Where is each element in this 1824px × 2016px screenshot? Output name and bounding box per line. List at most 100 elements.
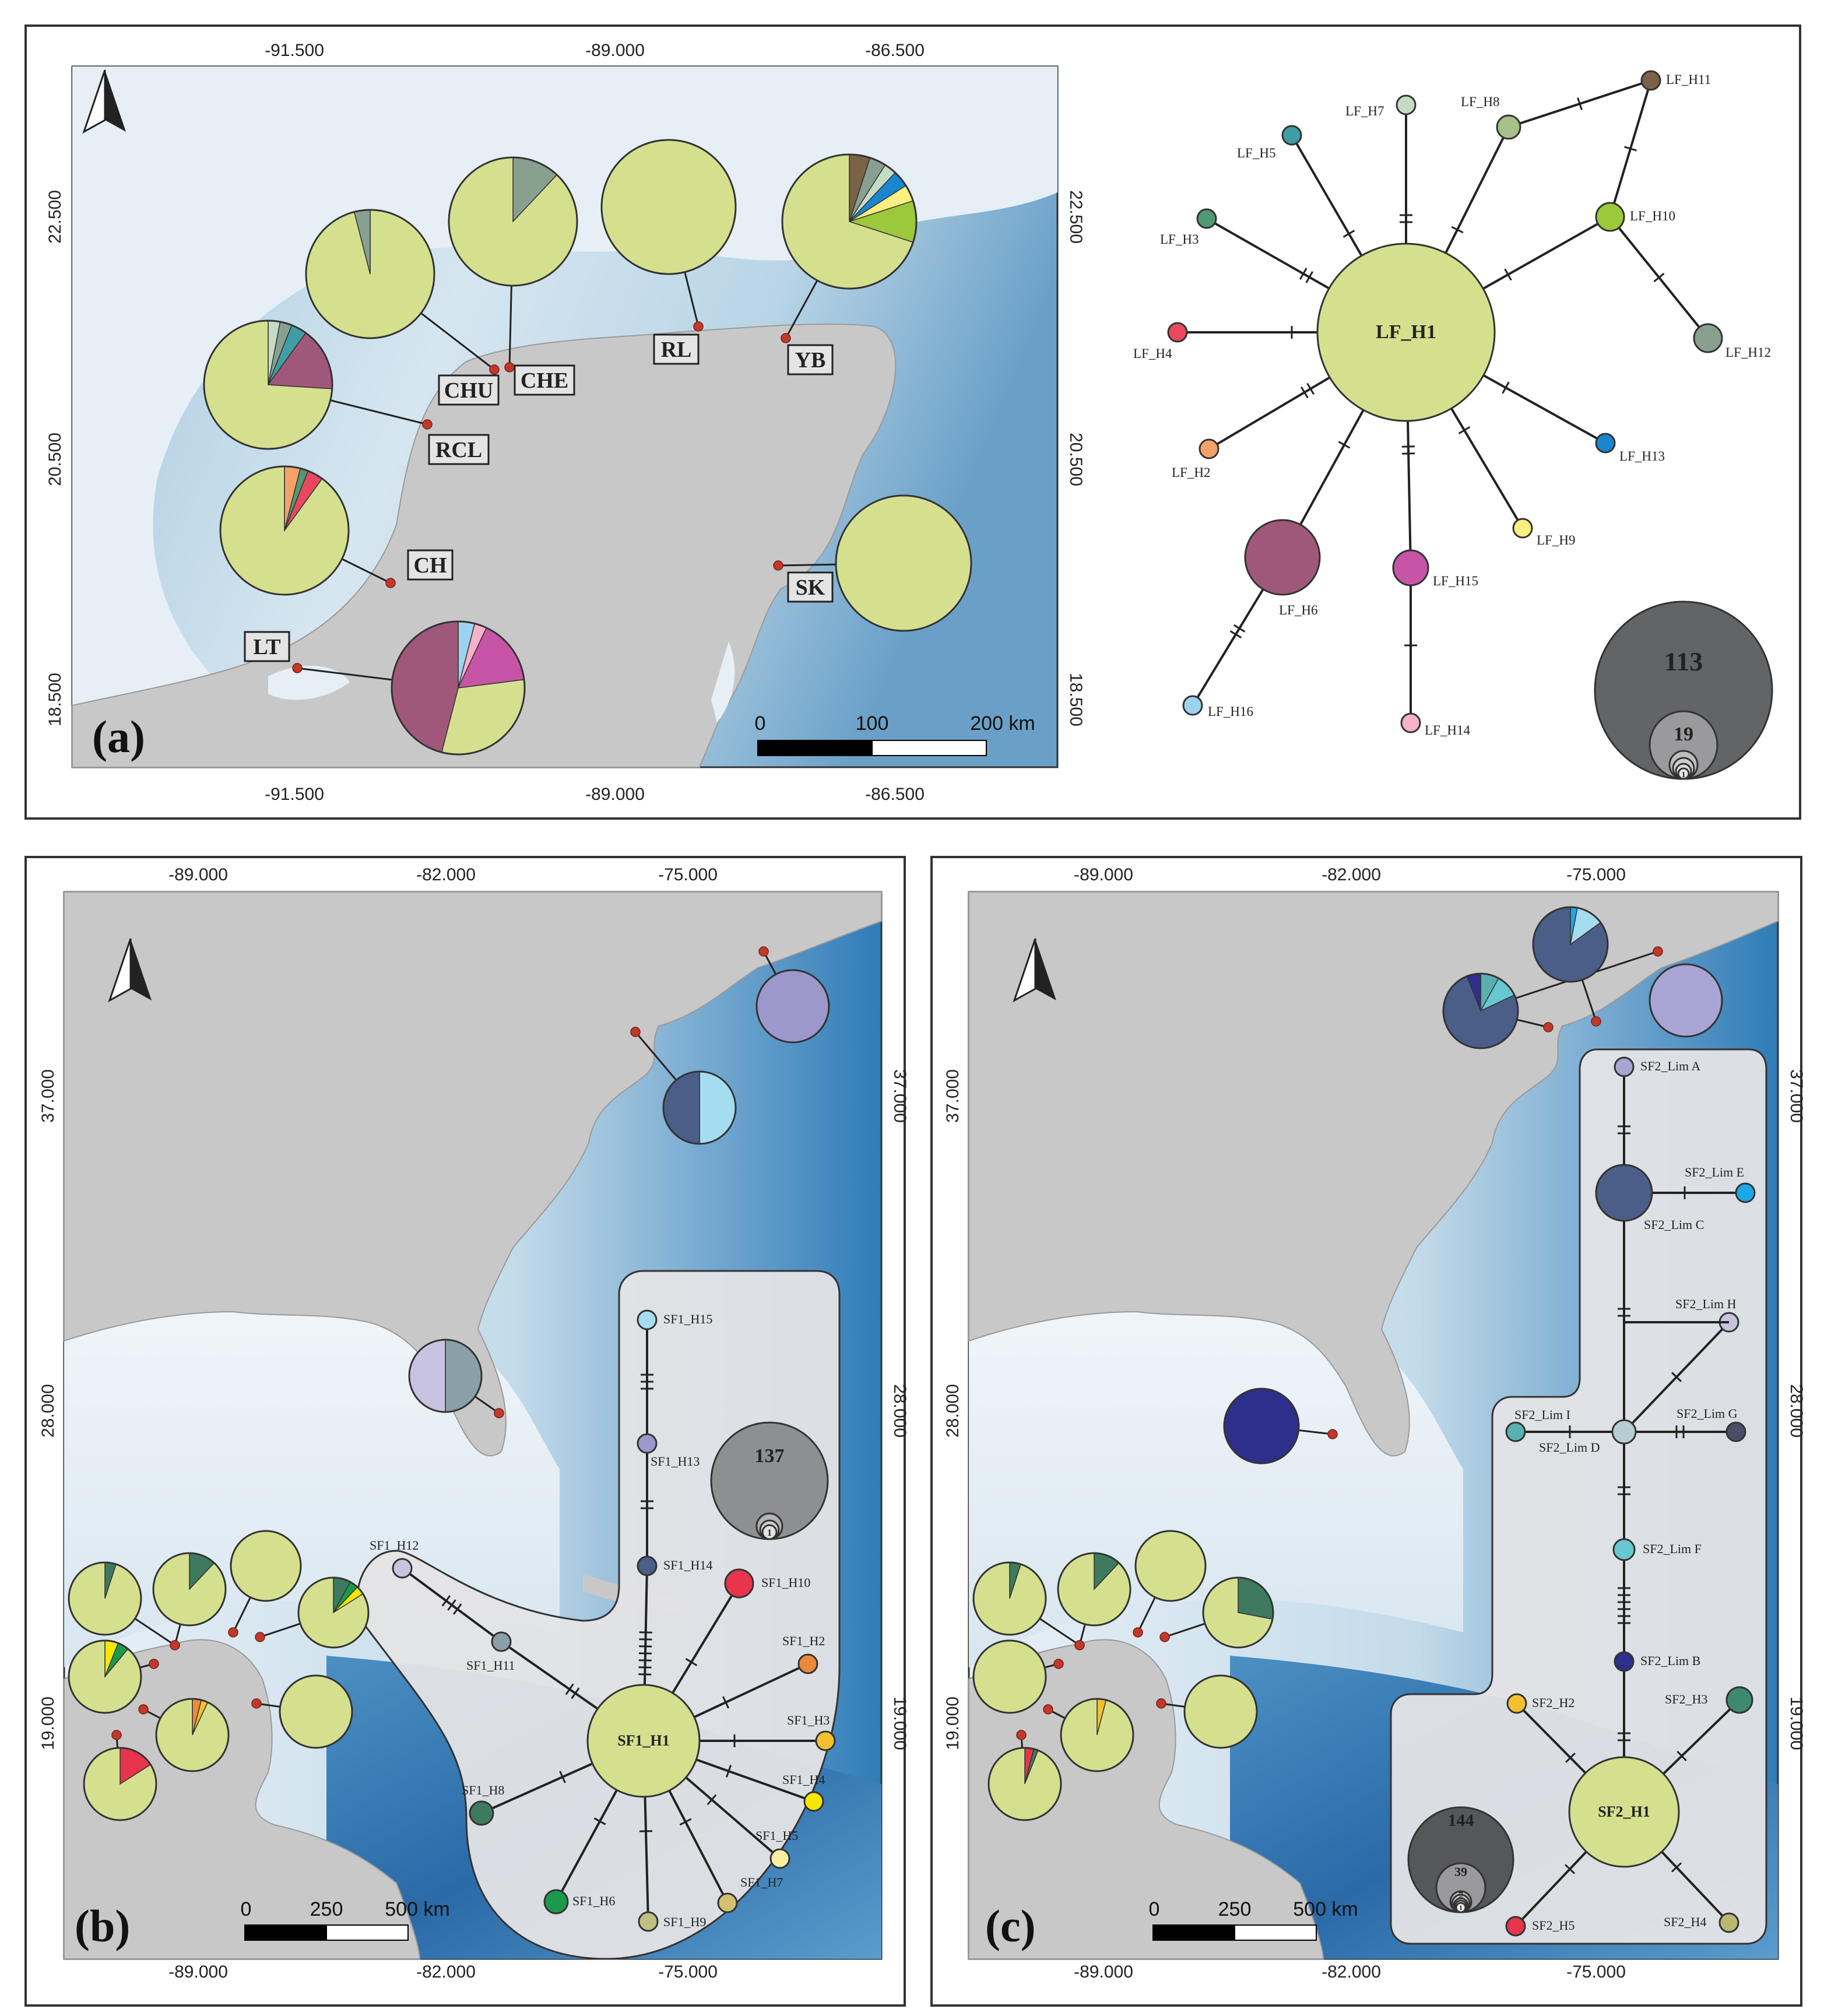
hap-node-sf1-h14: [637, 1555, 658, 1576]
site-pie-a-yb: [781, 153, 918, 290]
hap-node-sf1-h12: [392, 1558, 413, 1579]
hap-node-lf-h3: [1196, 208, 1217, 229]
net-a-mutation-tick: [1338, 441, 1351, 449]
tick-a-y-right-3: 18.500: [1066, 673, 1085, 726]
hap-node-sf1-h8: [469, 1800, 494, 1826]
site-dot-a-yb: [781, 333, 791, 343]
haplotype-network-a: LF_H1LF_H2LF_H3LF_H4LF_H5LF_H6LF_H7LF_H8…: [1133, 70, 1773, 780]
hap-node-lf-h15: [1392, 549, 1429, 586]
tick-a-x-top-3: -86.500: [865, 41, 925, 60]
hap-node-lf-h8: [1496, 114, 1521, 140]
site-label-chu: CHU: [438, 374, 500, 406]
b-site-pie-1-outline: [152, 1552, 227, 1627]
c-site-pie-6-outline: [1183, 1674, 1258, 1749]
c-site-dot-newjersey: [1591, 1016, 1601, 1027]
net-b-mutation-tick: [593, 1817, 606, 1825]
hap-node-lf-h10: [1595, 202, 1625, 232]
svg-text:-89.000: -89.000: [1074, 865, 1133, 884]
hap-node-sf2-h4: [1718, 1912, 1739, 1933]
c-site-pie-florida: [1223, 1388, 1300, 1464]
svg-text:19.000: 19.000: [38, 1697, 58, 1750]
hap-label-sf1-h4: SF1_H4: [782, 1772, 825, 1787]
panel-b: -89.000 -82.000 -75.000 -89.000 -82.000 …: [24, 856, 909, 2007]
svg-text:RL: RL: [661, 338, 692, 362]
svg-text:19.000: 19.000: [890, 1697, 909, 1750]
hap-node-sf1-h2: [797, 1653, 818, 1674]
site-pie-a-lt: [391, 620, 526, 756]
c-site-pie-0: [972, 1561, 1047, 1636]
hap-label-sf1-h9: SF1_H9: [663, 1915, 706, 1929]
c-site-pie-2-outline: [1134, 1530, 1207, 1602]
svg-text:-75.000: -75.000: [658, 865, 718, 884]
c-site-pie-4: [972, 1639, 1047, 1714]
net-b-mutation-tick: [722, 1696, 730, 1709]
tick-a-x-bot-2: -89.000: [585, 785, 645, 804]
sites-c: [972, 906, 1723, 1821]
hap-label-sf2-lim-f: SF2_Lim F: [1643, 1541, 1702, 1556]
hap-label-lf-h13: LF_H13: [1619, 449, 1665, 463]
b-site-pie-2-outline: [230, 1530, 302, 1602]
hap-node-lf-h4: [1167, 322, 1188, 343]
net-b-size-label-3: 1: [767, 1528, 772, 1538]
b-site-dot-florida: [494, 1408, 504, 1418]
hap-node-lf-h5: [1281, 125, 1302, 146]
hap-label-lf-h4: LF_H4: [1133, 346, 1172, 361]
hap-node-sf2-h5: [1505, 1916, 1526, 1937]
svg-text:37.000: 37.000: [943, 1069, 962, 1123]
site-pie-a-che: [448, 156, 578, 287]
hap-node-lf-h12: [1693, 323, 1723, 353]
net-c-size-circle-6: [1455, 1902, 1467, 1913]
hap-label-lf-h3: LF_H3: [1160, 232, 1199, 247]
svg-text:0: 0: [1149, 1898, 1160, 1920]
b-site-dot-1: [170, 1640, 180, 1650]
net-a-mutation-tick: [1229, 630, 1242, 639]
hap-label-sf2-lim-b: SF2_Lim B: [1640, 1653, 1700, 1668]
svg-text:100: 100: [856, 712, 889, 735]
c-site-pie-2: [1134, 1530, 1207, 1602]
site-dot-a-rcl: [422, 419, 433, 430]
svg-text:0: 0: [241, 1898, 252, 1920]
svg-text:-75.000: -75.000: [1566, 865, 1626, 884]
site-label-lt: LT: [244, 631, 290, 662]
hap-label-sf2-h2: SF2_H2: [1532, 1695, 1575, 1710]
hap-label-sf2-h1: SF2_H1: [1598, 1803, 1650, 1820]
hap-label-sf2-lim-e: SF2_Lim E: [1685, 1165, 1744, 1179]
svg-text:37.000: 37.000: [890, 1069, 909, 1123]
c-site-pie-6: [1183, 1674, 1258, 1749]
b-site-pie-5: [155, 1698, 230, 1772]
hap-label-lf-h15: LF_H15: [1433, 574, 1478, 588]
c-site-pie-7: [987, 1747, 1062, 1821]
svg-text:500 km: 500 km: [1293, 1898, 1358, 1920]
c-site-pie-newjersey: [1532, 906, 1609, 983]
net-a-mutation-tick: [1577, 97, 1583, 110]
c-site-pie-3-outline: [1202, 1576, 1274, 1649]
hap-node-lf-h6: [1244, 519, 1321, 596]
svg-text:RCL: RCL: [435, 438, 482, 462]
c-site-pie-florida-outline: [1223, 1388, 1300, 1464]
site-pie-a-lt-outline: [391, 620, 526, 756]
hap-label-lf-h12: LF_H12: [1725, 345, 1771, 360]
c-site-dot-2: [1133, 1627, 1143, 1638]
site-pie-a-sk-outline: [835, 494, 972, 632]
b-site-dot-5: [138, 1704, 149, 1715]
svg-text:0: 0: [755, 712, 766, 735]
hap-label-lf-h5: LF_H5: [1237, 146, 1275, 160]
c-site-pie-3: [1202, 1576, 1274, 1649]
site-pie-a-yb-outline: [781, 153, 918, 290]
panel-c: -89.000 -82.000 -75.000 -89.000 -82.000 …: [930, 856, 1806, 2007]
hap-label-sf1-h7: SF1_H7: [740, 1875, 783, 1889]
c-site-pie-chesapeake: [1442, 972, 1519, 1049]
hap-label-lf-h11: LF_H11: [1666, 72, 1711, 87]
net-a-mutation-tick: [1624, 146, 1637, 152]
net-a-mutation-tick: [1502, 381, 1510, 394]
c-site-pie-7-outline: [987, 1747, 1062, 1821]
north-arrow-icon: [1013, 938, 1056, 1003]
north-america-land-b: [64, 891, 882, 1456]
b-site-pie-6: [279, 1674, 353, 1749]
tick-a-y-right-1: 22.500: [1066, 190, 1085, 244]
net-b-mutation-tick: [639, 1830, 653, 1832]
hap-label-lf-h7: LF_H7: [1345, 104, 1384, 118]
net-c-mutation-tick: [1677, 1751, 1687, 1761]
